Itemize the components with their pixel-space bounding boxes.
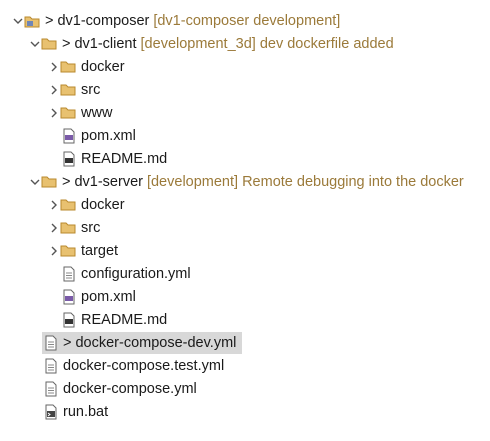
git-decoration: [dv1-composer development] — [153, 13, 341, 29]
folder-icon — [60, 105, 77, 122]
chevron-right-icon[interactable] — [48, 102, 60, 124]
folder-icon — [60, 243, 77, 260]
tree-item-label: docker-compose-dev.yml — [75, 335, 237, 351]
chevron-right-icon[interactable] — [48, 217, 60, 239]
xml-file-icon — [60, 289, 77, 306]
git-decoration: [development_3d] dev dockerfile added — [140, 36, 394, 52]
dirty-marker: > — [62, 36, 71, 52]
tree-item-folder[interactable]: src — [48, 79, 100, 101]
folder-icon — [41, 174, 58, 191]
tree-item-file[interactable]: pom.xml — [60, 125, 136, 147]
tree-item-file[interactable]: docker-compose.test.yml — [42, 355, 224, 377]
tree-item-label: docker-compose.test.yml — [63, 358, 225, 374]
folder-icon — [60, 59, 77, 76]
tree-item-folder[interactable]: docker — [48, 56, 125, 78]
markdown-file-icon — [60, 312, 77, 329]
tree-item-file[interactable]: README.md — [60, 148, 167, 170]
tree-item-label: run.bat — [63, 404, 109, 420]
tree-item-dv1-client[interactable]: > dv1-client [development_3d] dev docker… — [29, 33, 394, 55]
tree-item-label: dv1-composer — [57, 13, 150, 29]
tree-item-label: target — [81, 243, 119, 259]
chevron-right-icon[interactable] — [48, 194, 60, 216]
text-file-icon — [42, 358, 59, 375]
tree-item-file[interactable]: configuration.yml — [60, 263, 191, 285]
text-file-icon — [60, 266, 77, 283]
folder-icon — [60, 82, 77, 99]
tree-item-dv1-server[interactable]: > dv1-server [development] Remote debugg… — [29, 171, 464, 193]
tree-item-label: README.md — [81, 151, 168, 167]
tree-item-dv1-composer[interactable]: > dv1-composer [dv1-composer development… — [12, 10, 340, 32]
dirty-marker: > — [62, 174, 71, 190]
chevron-right-icon[interactable] — [48, 240, 60, 262]
tree-item-file-selected[interactable]: > docker-compose-dev.yml — [42, 332, 243, 354]
project-folder-icon — [24, 13, 41, 30]
tree-item-label: docker — [81, 197, 125, 213]
xml-file-icon — [60, 128, 77, 145]
tree-item-folder[interactable]: src — [48, 217, 100, 239]
folder-icon — [41, 36, 58, 53]
text-file-icon — [42, 381, 59, 398]
chevron-right-icon[interactable] — [48, 79, 60, 101]
folder-icon — [60, 197, 77, 214]
chevron-right-icon[interactable] — [48, 56, 60, 78]
chevron-down-icon[interactable] — [12, 10, 24, 32]
tree-item-label: docker — [81, 59, 125, 75]
tree-item-label: src — [81, 82, 101, 98]
tree-item-label: src — [81, 220, 101, 236]
tree-item-file[interactable]: run.bat — [42, 401, 108, 423]
folder-icon — [60, 220, 77, 237]
tree-item-folder[interactable]: target — [48, 240, 118, 262]
tree-item-label: dv1-client — [74, 36, 137, 52]
text-file-icon — [42, 335, 59, 352]
tree-item-label: pom.xml — [81, 128, 136, 144]
tree-item-file[interactable]: docker-compose.yml — [42, 378, 197, 400]
tree-item-file[interactable]: pom.xml — [60, 286, 136, 308]
chevron-down-icon[interactable] — [29, 171, 41, 193]
tree-item-label: README.md — [81, 312, 168, 328]
tree-item-folder[interactable]: www — [48, 102, 112, 124]
markdown-file-icon — [60, 151, 77, 168]
tree-item-label: pom.xml — [81, 289, 136, 305]
batch-file-icon — [42, 404, 59, 421]
dirty-marker: > — [63, 335, 72, 351]
git-decoration: [development] Remote debugging into the … — [146, 174, 464, 190]
tree-item-label: dv1-server — [74, 174, 143, 190]
tree-item-label: docker-compose.yml — [63, 381, 197, 397]
tree-item-folder[interactable]: docker — [48, 194, 125, 216]
tree-item-label: configuration.yml — [81, 266, 191, 282]
dirty-marker: > — [45, 13, 54, 29]
tree-item-label: www — [81, 105, 113, 121]
tree-item-file[interactable]: README.md — [60, 309, 167, 331]
chevron-down-icon[interactable] — [29, 33, 41, 55]
